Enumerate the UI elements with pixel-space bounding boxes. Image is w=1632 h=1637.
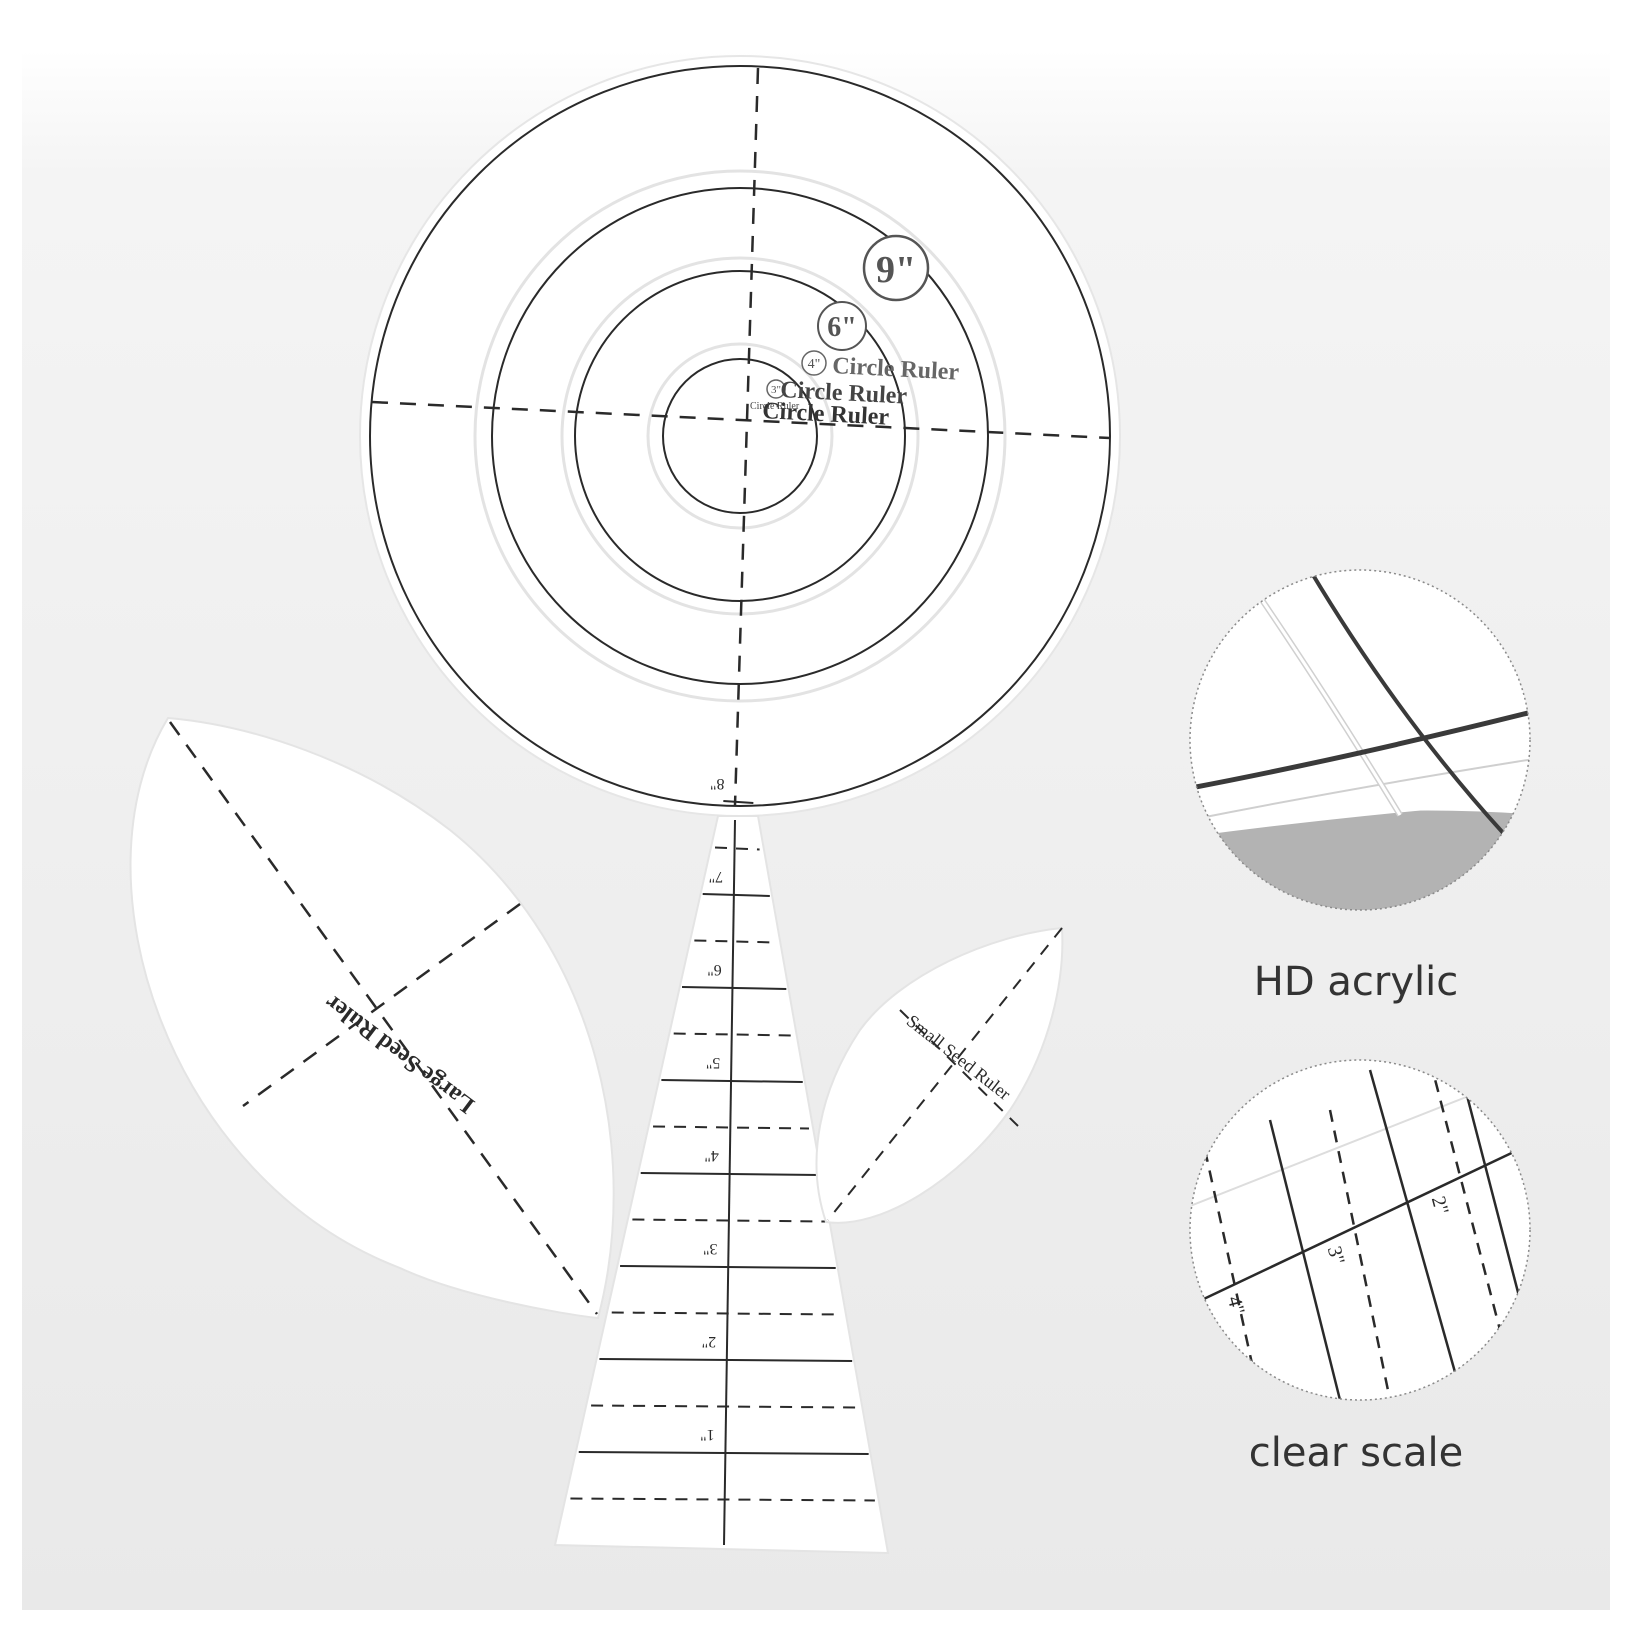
nine-inch-label: 9" (876, 249, 916, 291)
stem-inch-line (640, 1172, 820, 1176)
stem-inch-line (661, 1079, 803, 1083)
four-inch-badge (801, 350, 827, 376)
horizontal-dashed-axis (371, 400, 1111, 440)
stem-inch-line (578, 1451, 869, 1455)
vertical-dashed-axis (733, 67, 760, 806)
stem-half-inch-line (632, 1218, 826, 1223)
acrylic-dark-arc (1308, 570, 1507, 837)
scale-label-4-inch: 4" (1223, 1294, 1249, 1317)
stem-inch-label: 8" (710, 775, 725, 792)
small-seed-long-axis (827, 927, 1063, 1221)
stem-scale-lines (570, 800, 875, 1502)
scale-label-3-inch: 3" (1323, 1244, 1349, 1267)
ring-9-inch-edge (473, 169, 1007, 703)
clear-scale-caption: clear scale (1249, 1430, 1463, 1476)
large-seed-ruler: Large Seed Ruler (129, 716, 615, 1320)
scale-dashed-line (1203, 1149, 1262, 1400)
acrylic-dark-line (1190, 707, 1530, 793)
stem-inch-line (723, 800, 754, 804)
stem-inch-label: 5" (706, 1054, 721, 1071)
scale-dashed-line (1428, 1060, 1502, 1331)
stem-inch-label: 4" (704, 1147, 719, 1164)
acrylic-light-arc-inner (1260, 599, 1402, 816)
stem-inch-line (682, 986, 787, 990)
detail-circle-acrylic-border (1189, 569, 1531, 911)
small-seed-cross-axis (899, 1009, 1019, 1127)
stem-ruler: 1" 2" 3" 4" 5" 6" 7" 8" (553, 775, 890, 1555)
nine-inch-badge (862, 234, 930, 302)
detail-circle-scale-bg (1190, 1060, 1530, 1400)
acrylic-edge-outline (1190, 757, 1530, 823)
stem-inch-line (599, 1358, 853, 1362)
scale-solid-line (1268, 1119, 1342, 1400)
stem-inch-line (620, 1265, 836, 1269)
stem-center-line (723, 819, 736, 1546)
circle-ruler-tiny-label: Circle Ruler (750, 401, 800, 412)
stem-inch-labels: 1" 2" 3" 4" 5" 6" 7" 8" (700, 775, 724, 1443)
stem-half-inch-line (714, 846, 760, 851)
three-inch-badge (766, 379, 786, 399)
stem-inch-label: 6" (707, 961, 722, 978)
large-seed-cross-axis (242, 902, 521, 1108)
ring-4-inch (574, 270, 906, 602)
small-seed-ruler: Small Seed Ruler (815, 926, 1064, 1224)
ring-9-inch (369, 65, 1111, 807)
stem-inch-label: 7" (709, 868, 724, 885)
acrylic-white-edge (1190, 758, 1530, 838)
stem-half-inch-line (611, 1311, 842, 1316)
large-seed-plate (129, 716, 615, 1320)
stem-half-inch-line (653, 1125, 810, 1130)
ring-4-inch-edge (646, 342, 834, 530)
circle-ruler: 9" 6" 4" Circle Ruler 3" Circle Ruler Ci… (359, 55, 1121, 817)
stem-inch-line (702, 893, 770, 897)
scale-dashed-line (1328, 1109, 1392, 1400)
scale-solid-line (1368, 1069, 1462, 1391)
stem-inch-label: 3" (703, 1240, 718, 1257)
clear-scale-detail: 2" 3" 4" clear scale (1189, 1059, 1531, 1476)
six-inch-label: 6" (827, 312, 857, 343)
four-inch-label: 4" (808, 357, 821, 372)
three-inch-label: 3" (771, 384, 781, 396)
ring-3-inch (662, 358, 818, 514)
six-inch-badge (817, 301, 867, 351)
hd-acrylic-caption: HD acrylic (1254, 959, 1458, 1005)
stem-inch-label: 1" (700, 1426, 715, 1443)
stem-half-inch-line (591, 1404, 859, 1409)
large-seed-long-axis (168, 721, 599, 1315)
detail-circle-scale-border (1189, 1059, 1531, 1401)
scale-label-2-inch: 2" (1427, 1194, 1453, 1217)
stem-ruler-plate (553, 815, 890, 1555)
stem-half-inch-line (570, 1497, 875, 1502)
stem-half-inch-line (694, 939, 777, 944)
stem-inch-label: 2" (702, 1333, 717, 1350)
